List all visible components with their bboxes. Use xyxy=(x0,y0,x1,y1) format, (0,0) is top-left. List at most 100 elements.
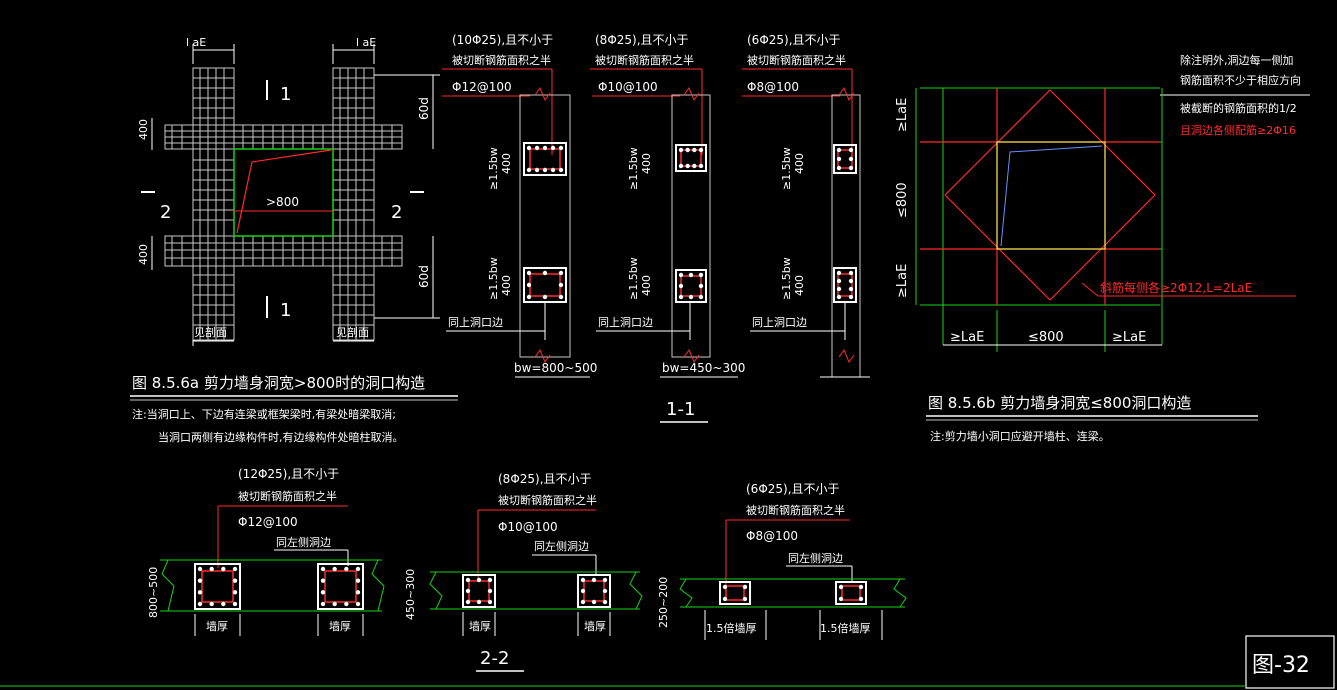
rebar-dot xyxy=(487,588,493,594)
rebar-dot xyxy=(722,584,728,590)
b-column-1 xyxy=(462,574,496,608)
c3-same-side: 同上洞口边 xyxy=(752,316,807,329)
rebar-dot xyxy=(526,294,532,300)
rebar-dot xyxy=(838,584,844,590)
rebar-dot xyxy=(542,270,548,276)
a-column-1 xyxy=(194,563,241,610)
c-stirrup: Φ8@100 xyxy=(746,529,798,543)
c2-400-top: 400 xyxy=(640,153,653,174)
rebar-dot xyxy=(688,294,694,300)
c3-h15bw-top: ≥1.5bw xyxy=(780,147,793,190)
b-bars: (8Φ25),且不小于 xyxy=(498,472,592,486)
rebar-dot xyxy=(487,599,493,605)
note-a-2: 当洞口两侧有边缘构件时,有边缘构件处暗柱取消。 xyxy=(158,430,404,444)
figure-a: l aE l aE xyxy=(130,36,458,444)
section-mark-bottom: 1 xyxy=(280,300,291,321)
diag-bar-note: 斜筋每侧各≥2Φ12,L=2LaE xyxy=(1100,280,1252,295)
rebar-dot xyxy=(836,165,842,171)
rebar-dot xyxy=(332,601,337,607)
a-wall-1: 墙厚 xyxy=(206,619,228,633)
figure-number: 图-32 xyxy=(1252,653,1310,678)
rebar-dot xyxy=(487,577,493,583)
rebar-dot xyxy=(678,163,684,169)
rebar-dot xyxy=(320,601,326,607)
b-half: 被切断钢筋面积之半 xyxy=(498,493,597,507)
rebar-dot xyxy=(550,145,556,151)
rebar-dot xyxy=(848,156,854,162)
c1-bars: (10Φ25),且不小于 xyxy=(452,33,553,47)
section-mark-top: 1 xyxy=(280,84,291,105)
rebar-dot xyxy=(465,599,471,605)
rebar-dot xyxy=(591,599,597,605)
c-same: 同左侧洞边 xyxy=(788,552,843,565)
rebar-dot xyxy=(355,590,361,595)
c-wall-2: 1.5倍墙厚 xyxy=(820,621,871,635)
rebar-dot xyxy=(848,147,854,153)
rebar-dot xyxy=(836,147,842,153)
c3-400-bottom: 400 xyxy=(793,275,806,296)
rebar-dot xyxy=(550,167,556,173)
rebar-dot xyxy=(526,145,532,151)
rebar-dot xyxy=(232,601,238,607)
b-wall-2: 墙厚 xyxy=(584,619,606,633)
le800-vertical: ≤800 xyxy=(895,182,910,218)
b-green-frame xyxy=(915,87,1163,352)
rebar-dot xyxy=(836,156,842,162)
section-1-1: (10Φ25),且不小于 被切断钢筋面积之半 Φ12@100 ≥1.5bw 40… xyxy=(442,33,870,423)
c1-wall xyxy=(519,94,571,358)
cut-label-right: 见剖面 xyxy=(336,325,369,339)
rebar-dot xyxy=(344,566,349,572)
figure-b: 除注明外,洞边每一侧加 钢筋面积不少于相应方向 被截断的钢筋面积的1/2 且洞边… xyxy=(895,53,1310,443)
rebar-dot xyxy=(678,283,684,289)
c1-h15bw-top: ≥1.5bw xyxy=(487,147,500,190)
lae-left: ≥LaE xyxy=(950,330,984,345)
rebar-dot xyxy=(685,147,690,153)
c2-column-top xyxy=(675,144,707,172)
a-bars: (12Φ25),且不小于 xyxy=(238,467,339,481)
b-note-4: 且洞边各侧配筋≥2Φ16 xyxy=(1180,123,1296,137)
break-line-b xyxy=(1000,145,1103,247)
b-wall-1: 墙厚 xyxy=(469,619,491,633)
dim-60d-top: 60d xyxy=(417,97,431,120)
rebar-dot xyxy=(476,599,482,605)
rebar-dot xyxy=(558,294,564,300)
rebar-dot xyxy=(848,286,854,292)
rebar-dot xyxy=(197,590,203,595)
title-block xyxy=(1245,635,1335,689)
rebar-dot xyxy=(558,270,564,276)
rebar-dot xyxy=(526,167,532,173)
rebar-dot xyxy=(232,590,238,595)
rebar-dot xyxy=(320,578,326,583)
c-dim: 250~200 xyxy=(657,577,670,628)
b-note-2: 钢筋面积不少于相应方向 xyxy=(1180,73,1301,87)
c1-400-bottom: 400 xyxy=(500,275,513,296)
c3-h15bw-bottom: ≥1.5bw xyxy=(780,257,793,300)
stirrup-ticks xyxy=(171,77,393,326)
opening-b xyxy=(996,141,1106,250)
column-left xyxy=(192,67,235,341)
column-right xyxy=(332,67,375,341)
cut-label-left: 见剖面 xyxy=(194,325,227,339)
rebar-dot xyxy=(465,577,471,583)
rebar-dot xyxy=(722,596,728,602)
rebar-dot xyxy=(232,578,238,583)
rebar-dot xyxy=(848,294,854,300)
c-wall xyxy=(679,578,907,608)
a-dim: 800~500 xyxy=(147,567,160,618)
c3-column-top xyxy=(833,144,857,174)
rebar-dot xyxy=(836,286,842,292)
b-stirrup: Φ10@100 xyxy=(498,520,558,534)
c2-half: 被切断钢筋面积之半 xyxy=(595,53,694,67)
rebar-dot xyxy=(221,566,226,572)
bw-range-2: bw=450~300 xyxy=(662,361,745,375)
section-mark-left: 2 xyxy=(160,202,171,223)
a-wall xyxy=(160,559,385,612)
rebar-dot xyxy=(698,147,704,153)
b-note-1: 除注明外,洞边每一侧加 xyxy=(1180,53,1294,67)
rebar-dot xyxy=(197,578,203,583)
b-red-bars xyxy=(920,88,1160,305)
caption-b: 图 8.5.6b 剪力墙身洞宽≤800洞口构造 xyxy=(928,394,1191,412)
rebar-dot xyxy=(558,167,564,173)
rebar-dot xyxy=(580,577,586,583)
rebar-dot xyxy=(602,599,608,605)
